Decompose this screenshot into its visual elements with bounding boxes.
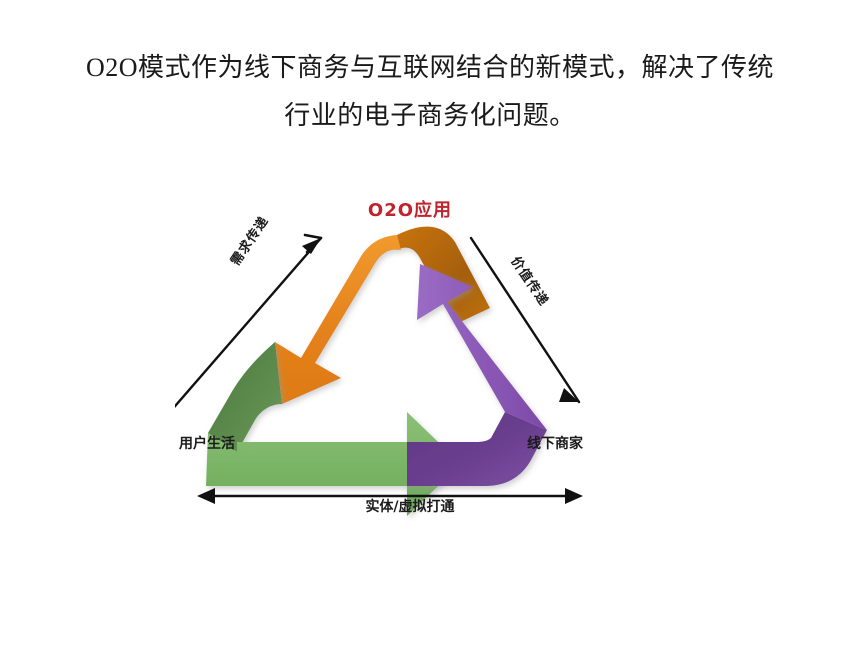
o2o-cycle-diagram: O2O应用 需求传递 价值传递 用户生活 线下商家 实体/虚拟打通 bbox=[175, 190, 645, 540]
demand-transfer-arrow-line bbox=[175, 233, 323, 409]
diagram-canvas bbox=[175, 226, 583, 516]
physical-virtual-connect-arrow-line bbox=[197, 488, 583, 504]
value-transfer-arrow-line bbox=[469, 236, 581, 404]
node-label-user-life: 用户生活 bbox=[179, 436, 235, 452]
orange-arrow-body bbox=[275, 235, 401, 404]
purple-arrow bbox=[407, 264, 547, 486]
diagram-center-title: O2O应用 bbox=[367, 200, 453, 221]
purple-arrow-fold bbox=[407, 412, 547, 486]
green-arrow-fold bbox=[208, 342, 282, 452]
green-arrow bbox=[206, 342, 461, 516]
green-arrow-body bbox=[206, 412, 461, 516]
flow-label-physical-virtual-connect: 实体/虚拟打通 bbox=[365, 499, 455, 515]
page-title: O2O模式作为线下商务与互联网结合的新模式，解决了传统 行业的电子商务化问题。 bbox=[85, 53, 775, 130]
purple-arrow-body bbox=[417, 264, 547, 430]
node-label-offline-merchant: 线下商家 bbox=[527, 436, 583, 452]
